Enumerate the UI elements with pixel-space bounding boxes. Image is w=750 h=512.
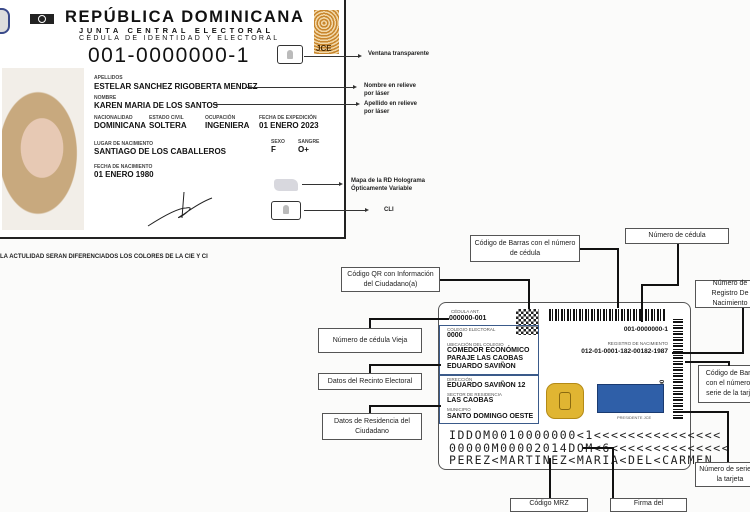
signature-label: PRESIDENTE JCE	[617, 415, 652, 420]
ubicacion-line-3: EDUARDO SAVIÑON	[447, 363, 516, 370]
fecha-nacimiento-value: 01 ENERO 1980	[94, 170, 154, 179]
annotation-holograma: Mapa de la RD Holograma Ópticamente Vari…	[351, 178, 426, 192]
nombre-label: NOMBRE	[94, 95, 117, 101]
transparent-window	[277, 45, 303, 64]
electoral-box	[439, 325, 539, 375]
barcode	[549, 309, 666, 321]
coat-of-arms-icon	[0, 8, 10, 34]
sexo-label: SEXO	[271, 139, 285, 145]
jce-logo: JCE	[314, 10, 339, 54]
chip-icon	[546, 383, 584, 419]
nacionalidad-label: NACIONALIDAD	[94, 115, 133, 121]
colegio-label: COLEGIO ELECTORAL	[447, 327, 496, 332]
callout-mrz: Código MRZ	[510, 498, 588, 512]
id-card-back: CÉDULA ANT. 000000-001 001-0000000-1 REG…	[438, 302, 729, 470]
cedula-ant-label: CÉDULA ANT.	[451, 309, 480, 314]
sexo-value: F	[271, 145, 276, 154]
sangre-label: SANGRE	[298, 139, 320, 145]
registro-value: 012-01-0001-182-00182-1987	[581, 348, 668, 355]
direccion-label: DIRECCIÓN	[447, 377, 473, 382]
lugar-value: SANTIAGO DE LOS CABALLEROS	[94, 147, 227, 156]
apellidos-value: ESTELAR SANCHEZ RIGOBERTA MENDEZ	[94, 82, 258, 91]
caption: LA ACTULIDAD SERAN DIFERENCIADOS LOS COL…	[0, 254, 208, 260]
fecha-nacimiento-label: FECHA DE NACIMIENTO	[94, 164, 153, 170]
estado-civil-value: SOLTERA	[149, 121, 187, 130]
callout-serie: Número de serie de la tarjeta	[695, 462, 750, 487]
municipio-label: MUNICIPIO	[447, 407, 471, 412]
sangre-value: O+	[298, 145, 309, 154]
country-title: REPÚBLICA DOMINICANA	[65, 8, 305, 26]
signature-blue-box	[597, 384, 664, 413]
ubicacion-label: UBICACIÓN DEL COLEGIO	[447, 342, 504, 347]
direccion-value: EDUARDO SAVIÑON 12	[447, 382, 526, 389]
qr-code	[516, 309, 539, 335]
residence-box	[439, 375, 539, 424]
flag-chip-icon	[30, 14, 54, 24]
ubicacion-line-1: COMEDOR ECONÓMICO	[447, 347, 530, 354]
estado-civil-label: ESTADO CIVIL	[149, 115, 184, 121]
id-card-front: REPÚBLICA DOMINICANA JUNTA CENTRAL ELECT…	[0, 0, 346, 239]
nombre-value: KAREN MARIA DE LOS SANTOS	[94, 101, 219, 110]
hologram-map-icon	[274, 179, 298, 191]
callout-cedula-vieja: Número de cédula Vieja	[318, 328, 422, 353]
ubicacion-line-2: PARAJE LAS CAOBAS	[447, 355, 524, 362]
nacionalidad-value: DOMINICANA	[94, 121, 146, 130]
callout-registro: Número de Registro De Nacimiento	[695, 280, 750, 308]
ocupacion-label: OCUPACIÓN	[205, 115, 236, 121]
cedula-ant-value: 000000-001	[449, 315, 487, 322]
cli-window	[271, 201, 301, 220]
callout-recinto: Datos del Recinto Electoral	[318, 373, 422, 390]
agency-name: JUNTA CENTRAL ELECTORAL	[79, 26, 274, 35]
registro-label: REGISTRO DE NACIMIENTO	[607, 341, 668, 346]
callout-qr: Código QR con Información del Ciudadano(…	[341, 267, 440, 292]
annotation-nombre-relieve: Nombre en relieve por láser	[364, 83, 417, 97]
vertical-barcode	[673, 319, 683, 419]
callout-firma: Firma del	[610, 498, 687, 512]
id-number: 001-0000000-1	[88, 44, 250, 67]
document-type: CÉDULA DE IDENTIDAD Y ELECTORAL	[79, 35, 280, 42]
annotation-ventana: Ventana transparente	[368, 51, 430, 57]
ocupacion-value: INGENIERA	[205, 121, 250, 130]
back-id-number: 001-0000000-1	[623, 326, 668, 333]
mrz-line-3: PEREZ<MARTINEZ<MARIA<DEL<CARMEN	[449, 453, 714, 467]
signature	[147, 191, 213, 227]
sector-label: SECTOR DE RESIDENCIA	[447, 392, 502, 397]
callout-cedula: Número de cédula	[625, 228, 729, 244]
callout-barcode-serie: Código de Barras con el número de serie …	[698, 365, 750, 403]
callout-barcode: Código de Barras con el número de cédula	[470, 235, 580, 262]
annotation-cli: CLI	[384, 207, 394, 213]
portrait-photo	[2, 68, 84, 230]
municipio-value: SANTO DOMINGO OESTE	[447, 413, 534, 420]
lugar-label: LUGAR DE NACIMIENTO	[94, 141, 154, 147]
expedicion-value: 01 ENERO 2023	[259, 121, 319, 130]
colegio-value: 0000	[447, 332, 463, 339]
callout-residencia: Datos de Residencia del Ciudadano	[322, 413, 422, 440]
apellidos-label: APELLIDOS	[94, 75, 123, 81]
mrz-line-1: IDDOM0010000000<1<<<<<<<<<<<<<<<	[449, 428, 722, 442]
expedicion-label: FECHA DE EXPEDICIÓN	[259, 115, 317, 121]
annotation-apellido-relieve: Apellido en relieve por láser	[364, 101, 418, 115]
sector-value: LAS CAOBAS	[447, 397, 494, 404]
